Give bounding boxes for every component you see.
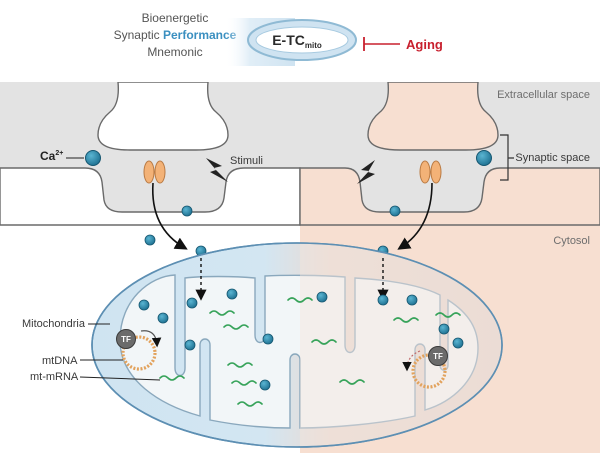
- mt-mrna-strand: [311, 339, 337, 345]
- extracellular-space-label: Extracellular space: [497, 89, 590, 101]
- mt-mrna-label: mt-mRNA: [30, 371, 79, 383]
- header-performance-line: Synaptic Performance: [114, 28, 237, 42]
- aging-label: Aging: [406, 37, 443, 52]
- matrix-calcium-ion: [438, 323, 450, 335]
- postsynaptic-membrane-left: [0, 167, 301, 226]
- lightning-icon-left: [206, 158, 228, 182]
- synaptic-space-bracket: [500, 134, 514, 181]
- mt-mrna-strand: [231, 380, 257, 386]
- mt-mrna-strand: [339, 379, 365, 385]
- matrix-calcium-ion: [186, 297, 198, 309]
- matrix-calcium-ion: [452, 337, 464, 349]
- calcium-ion: [144, 234, 156, 246]
- header-mnemonic: Mnemonic: [147, 45, 202, 59]
- tf-left-label: TF: [121, 335, 131, 344]
- cytosol-label: Cytosol: [553, 235, 590, 247]
- transcription-arrow-right: [402, 350, 421, 372]
- presynaptic-terminal-right: [367, 81, 499, 151]
- stimuli-label: Stimuli: [230, 155, 263, 167]
- calcium-label: Ca2+: [40, 149, 63, 163]
- influx-arrow-right: [397, 182, 433, 250]
- mtdna-label: mtDNA: [42, 355, 78, 367]
- transcription-arrow-left: [140, 330, 162, 348]
- mitochondria-label: Mitochondria: [22, 318, 86, 330]
- matrix-calcium-ion: [316, 291, 328, 303]
- ion-channel-right: [419, 160, 442, 184]
- header-performance: Performance: [163, 28, 237, 42]
- postsynaptic-membrane-right: [299, 167, 600, 226]
- mt-mrna-strand: [227, 362, 253, 368]
- presynaptic-terminal-left: [97, 81, 229, 151]
- mtdna-left: TF: [116, 329, 162, 371]
- mt-mrna-strand: [393, 317, 419, 323]
- lightning-icon-right: [357, 160, 375, 184]
- calcium-ion: [181, 205, 193, 217]
- mtdna-right: TF: [402, 346, 448, 389]
- mt-mrna-strand: [159, 375, 185, 381]
- matrix-calcium-ion: [157, 312, 169, 324]
- matrix-calcium-ion: [377, 294, 389, 306]
- matrix-calcium-ion: [406, 294, 418, 306]
- matrix-calcium-ion: [184, 339, 196, 351]
- calcium-ion-legend: [85, 150, 101, 166]
- tf-right-label: TF: [433, 352, 443, 361]
- mt-mrna-strand: [223, 324, 249, 330]
- mt-mrna-leader: [79, 376, 161, 381]
- mt-mrna-strand: [435, 312, 461, 318]
- matrix-calcium-ion: [226, 288, 238, 300]
- mt-mrna-strand: [209, 310, 235, 316]
- matrix-calcium-ion: [259, 379, 271, 391]
- header-synaptic: Synaptic: [114, 28, 163, 42]
- synaptic-space-label: Synaptic space: [515, 152, 590, 164]
- etc-label: E-TCmito: [272, 32, 322, 50]
- calcium-ion: [476, 150, 492, 166]
- header-bioenergetic: Bioenergetic: [142, 11, 209, 25]
- ion-channel-left: [143, 160, 166, 184]
- matrix-calcium-ion: [138, 299, 150, 311]
- influx-arrow-left: [151, 182, 188, 250]
- calcium-ion: [389, 205, 401, 217]
- mt-mrna-strand: [237, 401, 263, 407]
- mt-mrna-strand: [287, 297, 313, 303]
- matrix-calcium-ion: [262, 333, 274, 345]
